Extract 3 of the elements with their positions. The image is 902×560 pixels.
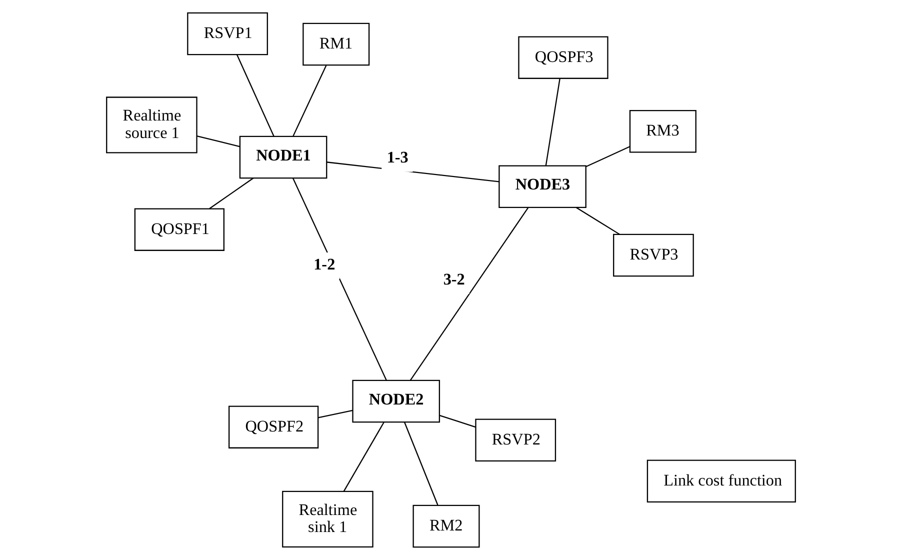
edge-label: 3-2	[443, 271, 465, 288]
edge-label: 1-2	[314, 256, 336, 274]
edge-label: 1-3	[386, 149, 408, 166]
